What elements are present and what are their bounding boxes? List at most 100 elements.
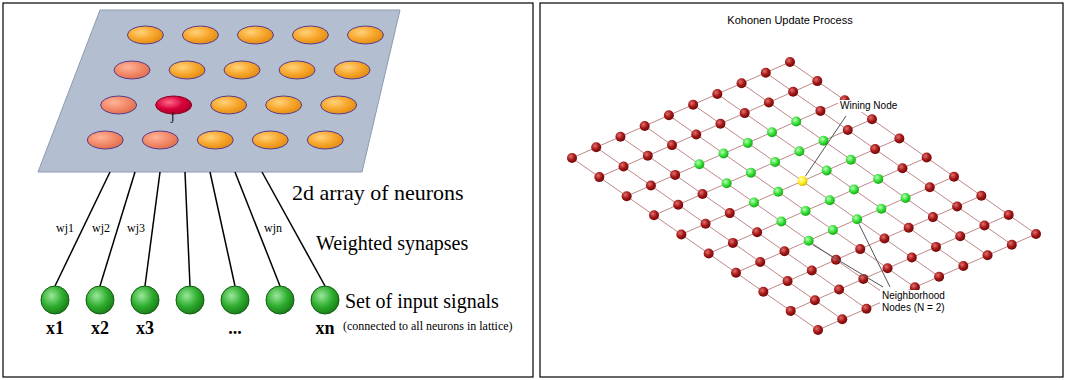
grid-node bbox=[594, 172, 604, 182]
neighborhood-node bbox=[804, 236, 814, 246]
grid-node bbox=[715, 119, 725, 129]
grid-node bbox=[761, 68, 771, 78]
grid-node bbox=[704, 249, 714, 259]
neuron-index: j bbox=[171, 110, 174, 124]
neighborhood-node bbox=[822, 165, 832, 175]
grid-node bbox=[834, 285, 844, 295]
synapse-line bbox=[210, 172, 235, 286]
leader-line bbox=[805, 116, 846, 176]
grid-line bbox=[654, 119, 872, 215]
grid-line bbox=[693, 105, 939, 277]
grid-node bbox=[861, 304, 871, 314]
grid-node bbox=[907, 253, 917, 263]
input-node bbox=[41, 286, 69, 314]
neuron bbox=[347, 26, 383, 44]
grid-node bbox=[619, 161, 629, 171]
neighborhood-node bbox=[767, 127, 777, 137]
grid-node bbox=[740, 108, 750, 118]
grid-node bbox=[894, 133, 904, 143]
neuron bbox=[142, 131, 178, 149]
neuron bbox=[127, 26, 163, 44]
grid-node bbox=[785, 57, 795, 67]
grid-node bbox=[922, 153, 932, 163]
input-label: xn bbox=[315, 318, 334, 339]
grid-node bbox=[867, 114, 877, 124]
neighborhood-node bbox=[801, 206, 811, 216]
synapse-caption: Weighted synapses bbox=[316, 232, 468, 255]
grid-node bbox=[688, 100, 698, 110]
neuron bbox=[279, 61, 315, 79]
grid-node bbox=[567, 153, 577, 163]
grid-node bbox=[783, 276, 793, 286]
winning-node bbox=[797, 176, 807, 186]
neuron bbox=[237, 26, 273, 44]
grid-node bbox=[731, 268, 741, 278]
grid-node bbox=[883, 263, 893, 273]
neuron bbox=[101, 96, 137, 114]
grid-line bbox=[717, 94, 963, 266]
neighborhood-node bbox=[773, 187, 783, 197]
neighborhood-node bbox=[743, 138, 753, 148]
grid-line bbox=[572, 62, 790, 158]
grid-node bbox=[728, 238, 738, 248]
neuron bbox=[334, 61, 370, 79]
grid-node bbox=[904, 223, 914, 233]
weight-label: wj3 bbox=[125, 222, 147, 236]
input-node bbox=[131, 286, 159, 314]
neighborhood-node bbox=[852, 214, 862, 224]
neighborhood-node bbox=[828, 225, 838, 235]
grid-node bbox=[807, 265, 817, 275]
panel-frame bbox=[540, 3, 1063, 377]
grid-node bbox=[673, 200, 683, 210]
input-node bbox=[221, 286, 249, 314]
grid-node bbox=[928, 212, 938, 222]
neuron bbox=[307, 131, 343, 149]
panel-title: Kohonen Update Process bbox=[727, 14, 852, 27]
grid-line bbox=[736, 177, 954, 273]
grid-line bbox=[763, 196, 981, 292]
leader-line bbox=[859, 224, 890, 287]
neighborhood-node bbox=[746, 168, 756, 178]
grid-line bbox=[596, 147, 842, 319]
neuron bbox=[321, 96, 357, 114]
grid-line bbox=[742, 83, 988, 255]
neighborhood-node bbox=[849, 185, 859, 195]
grid-node bbox=[855, 244, 865, 254]
input-node bbox=[311, 286, 339, 314]
grid-node bbox=[786, 306, 796, 316]
neighborhood-node bbox=[719, 149, 729, 159]
grid-line bbox=[681, 138, 899, 234]
neighborhood-node bbox=[901, 193, 911, 203]
grid-node bbox=[649, 210, 659, 220]
weight-label: wjn bbox=[262, 222, 284, 236]
grid-node bbox=[788, 87, 798, 97]
input-caption: Set of input signals bbox=[345, 290, 499, 313]
grid-line bbox=[818, 234, 1036, 330]
grid-line bbox=[645, 126, 891, 298]
weight-label: wj2 bbox=[90, 222, 112, 236]
grid-node bbox=[643, 151, 653, 161]
neighborhood-node bbox=[873, 174, 883, 184]
weight-label: wj1 bbox=[54, 222, 76, 236]
neuron-plane bbox=[38, 10, 400, 172]
grid-node bbox=[697, 189, 707, 199]
grid-node bbox=[640, 121, 650, 131]
callout-label: Wining Node bbox=[838, 100, 899, 112]
input-node bbox=[176, 286, 204, 314]
grid-node bbox=[925, 182, 935, 192]
grid-line bbox=[669, 115, 915, 287]
input-note: (connected to all neurons in lattice) bbox=[343, 320, 513, 334]
grid-node bbox=[815, 106, 825, 116]
grid-line bbox=[599, 81, 817, 177]
grid-node bbox=[843, 125, 853, 135]
grid-node bbox=[976, 191, 986, 201]
grid-node bbox=[813, 325, 823, 335]
neuron bbox=[224, 61, 260, 79]
grid-node bbox=[758, 287, 768, 297]
neighborhood-node bbox=[694, 159, 704, 169]
grid-node bbox=[752, 227, 762, 237]
grid-line bbox=[627, 100, 845, 196]
grid-node bbox=[955, 231, 965, 241]
synapse-line bbox=[185, 172, 190, 286]
neuron bbox=[87, 131, 123, 149]
